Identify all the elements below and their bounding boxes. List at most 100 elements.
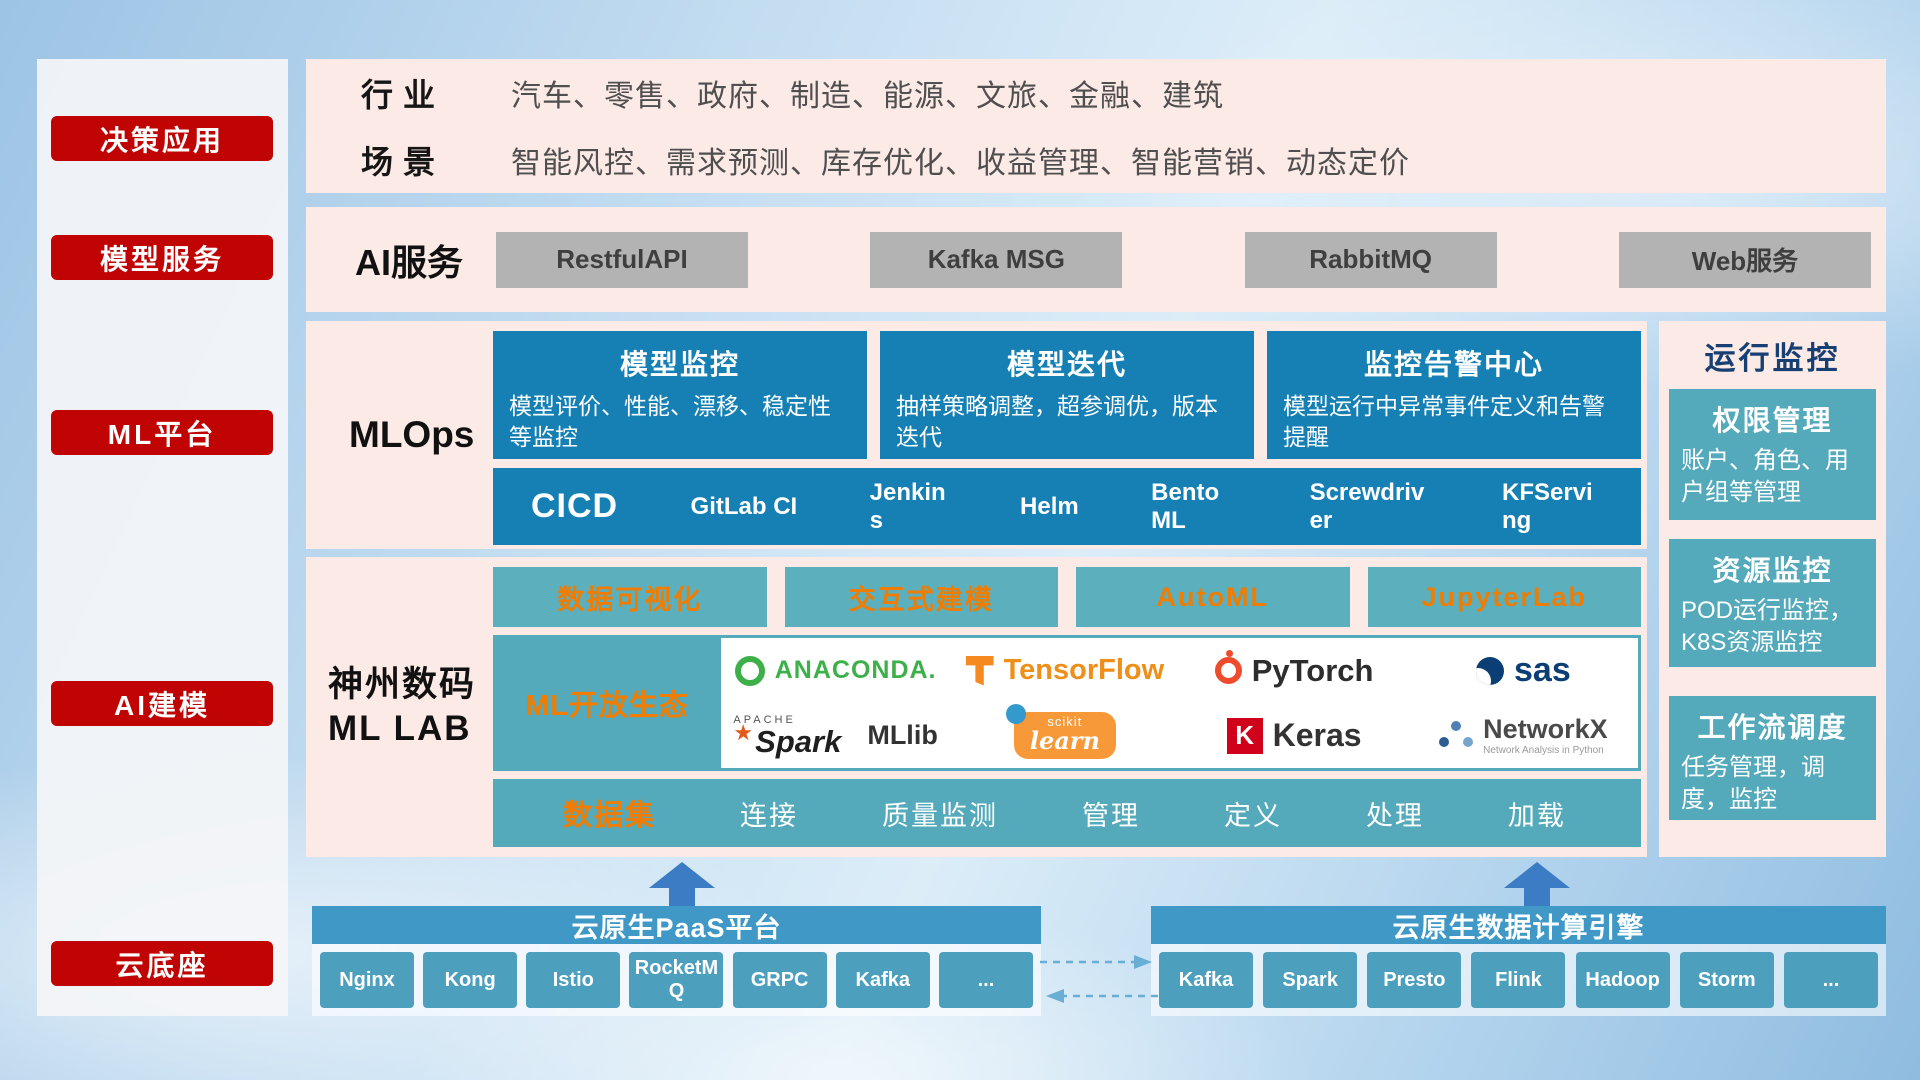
- scenario-label: 场景: [361, 143, 446, 180]
- presto-button: Presto: [1367, 952, 1462, 1008]
- arrow-stem: [1524, 888, 1550, 906]
- runtime-monitoring-panel: 运行监控 权限管理 账户、角色、用户组等管理 资源监控 POD运行监控，K8S资…: [1659, 321, 1886, 857]
- sas-logo: sas: [1476, 651, 1571, 690]
- dataset-item-define: 定义: [1223, 800, 1282, 831]
- up-arrow-icon: [1504, 862, 1570, 906]
- keras-icon: K: [1226, 717, 1263, 754]
- industry-panel: 行业 汽车、零售、政府、制造、能源、文旅、金融、建筑 场景 智能风控、需求预测、…: [306, 59, 1886, 193]
- kafka-msg-button: Kafka MSG: [870, 231, 1123, 288]
- alert-center-card: 监控告警中心 模型运行中异常事件定义和告警提醒: [1267, 331, 1641, 459]
- spark-star-icon: ★: [733, 719, 754, 745]
- dashed-arrow-right-icon: [1040, 955, 1152, 969]
- card-desc: 任务管理，调度，监控: [1681, 754, 1825, 814]
- dashed-arrow-left-icon: [1046, 989, 1158, 1003]
- networkx-wordmark-group: NetworkX Network Analysis in Python: [1483, 714, 1608, 755]
- cicd-item-kfserving: KFServing: [1502, 478, 1593, 534]
- card-title: 权限管理: [1712, 405, 1833, 436]
- scikit-text: scikit: [1047, 713, 1083, 729]
- mllab-panel: 神州数码 ML LAB 数据可视化 交互式建模 AutoML JupyterLa…: [306, 557, 1647, 857]
- card-title: 监控告警中心: [1363, 349, 1544, 380]
- kong-button: Kong: [423, 952, 518, 1008]
- hadoop-button: Hadoop: [1575, 952, 1670, 1008]
- workflow-scheduling-card: 工作流调度 任务管理，调度，监控: [1669, 696, 1876, 820]
- spark-row: ★ Spark: [733, 721, 842, 759]
- ai-service-label: AI服务: [355, 241, 464, 283]
- jupyterlab-button: JupyterLab: [1367, 567, 1641, 627]
- data-engine-header: 云原生数据计算引擎: [1151, 906, 1886, 944]
- tensorflow-icon: [965, 655, 994, 686]
- cicd-item-bentoml: BentoML: [1151, 478, 1220, 534]
- scikit-learn-wordmark-group: scikit learn: [1013, 711, 1116, 760]
- model-monitoring-card: 模型监控 模型评价、性能、漂移、稳定性等监控: [493, 331, 867, 459]
- mllab-label: 神州数码 ML LAB: [328, 663, 476, 751]
- data-engine-buttons: Kafka Spark Presto Flink Hadoop Storm ..…: [1151, 952, 1886, 1008]
- scikit-learn-icon: [1005, 703, 1026, 724]
- cicd-item-jenkins: Jenkins: [869, 478, 946, 534]
- networkx-icon: [1439, 720, 1473, 751]
- card-title: 模型监控: [619, 349, 740, 380]
- mllab-feature-buttons: 数据可视化 交互式建模 AutoML JupyterLab: [493, 567, 1641, 627]
- spark-wordmark: Spark: [755, 723, 842, 759]
- mllab-label-line1: 神州数码: [328, 665, 477, 704]
- data-visualization-button: 数据可视化: [493, 567, 767, 627]
- industry-list: 汽车、零售、政府、制造、能源、文旅、金融、建筑: [511, 79, 1224, 113]
- permission-management-card: 权限管理 账户、角色、用户组等管理: [1669, 389, 1876, 520]
- spark-button: Spark: [1263, 952, 1358, 1008]
- card-desc: POD运行监控，K8S资源监控: [1681, 597, 1854, 657]
- arrow-head: [1504, 862, 1570, 888]
- card-desc: 模型运行中异常事件定义和告警提醒: [1283, 393, 1605, 451]
- automl-button: AutoML: [1076, 567, 1350, 627]
- sas-wordmark: sas: [1514, 651, 1571, 689]
- card-title: 工作流调度: [1697, 712, 1848, 743]
- ml-ecosystem-box: ML开放生态 ANACONDA. TensorFlow PyTorch sas: [493, 635, 1641, 771]
- kafka-button: Kafka: [835, 952, 930, 1008]
- cicd-label: CICD: [531, 487, 619, 525]
- pytorch-icon: [1214, 650, 1242, 684]
- rabbitmq-button: RabbitMQ: [1244, 231, 1497, 288]
- card-title: 模型迭代: [1006, 349, 1127, 380]
- mlops-label: MLOps: [349, 414, 475, 455]
- card-desc: 账户、角色、用户组等管理: [1681, 447, 1849, 507]
- interactive-modeling-button: 交互式建模: [784, 567, 1058, 627]
- arrow-stem: [669, 888, 695, 906]
- istio-button: Istio: [526, 952, 621, 1008]
- storm-button: Storm: [1679, 952, 1774, 1008]
- keras-logo: K Keras: [1226, 717, 1362, 754]
- model-iteration-card: 模型迭代 抽样策略调整，超参调优，版本迭代: [880, 331, 1254, 459]
- cicd-bar: CICD GitLab CI Jenkins Helm BentoML Scre…: [493, 468, 1641, 545]
- kafka-button: Kafka: [1159, 952, 1253, 1008]
- dataset-item-process: 处理: [1365, 800, 1424, 831]
- grpc-button: GRPC: [732, 952, 827, 1008]
- mllab-label-line2: ML LAB: [328, 708, 472, 748]
- resource-monitoring-card: 资源监控 POD运行监控，K8S资源监控: [1669, 539, 1876, 667]
- nginx-button: Nginx: [320, 952, 414, 1008]
- industry-label: 行业: [361, 76, 446, 113]
- dataset-item-connect: 连接: [740, 800, 798, 831]
- flink-button: Flink: [1471, 952, 1566, 1008]
- spark-apache-text: APACHE: [733, 713, 796, 726]
- industry-row: 行业 汽车、零售、政府、制造、能源、文旅、金融、建筑: [306, 59, 1886, 126]
- arrow-head: [649, 862, 715, 888]
- cicd-item-gitlab-ci: GitLab CI: [690, 492, 798, 520]
- rocketmq-button: RocketMQ: [629, 952, 724, 1008]
- scenario-row: 场景 智能风控、需求预测、库存优化、收益管理、智能营销、动态定价: [306, 126, 1886, 193]
- mlops-cards: 模型监控 模型评价、性能、漂移、稳定性等监控 模型迭代 抽样策略调整，超参调优，…: [493, 331, 1641, 459]
- card-desc: 抽样策略调整，超参调优，版本迭代: [896, 393, 1218, 451]
- more-button: ...: [938, 952, 1033, 1008]
- dataset-item-load: 加载: [1507, 800, 1566, 831]
- anaconda-logo: ANACONDA.: [734, 655, 937, 686]
- ml-ecosystem-logos: ANACONDA. TensorFlow PyTorch sas APACHE: [721, 638, 1638, 768]
- scenario-list: 智能风控、需求预测、库存优化、收益管理、智能营销、动态定价: [511, 146, 1410, 180]
- sidebar-item-cloud-base: 云底座: [51, 941, 273, 986]
- tensorflow-wordmark: TensorFlow: [1003, 654, 1165, 686]
- keras-wordmark: Keras: [1272, 717, 1362, 753]
- spark-wordmark-group: APACHE ★ Spark: [733, 713, 842, 759]
- mlops-panel: MLOps 模型监控 模型评价、性能、漂移、稳定性等监控 模型迭代 抽样策略调整…: [306, 321, 1647, 549]
- ai-service-panel: AI服务 RestfulAPI Kafka MSG RabbitMQ Web服务: [306, 207, 1886, 312]
- scikit-learn-logo: scikit learn: [1005, 703, 1116, 760]
- pytorch-wordmark: PyTorch: [1251, 652, 1374, 688]
- dataset-bar: 数据集 连接 质量监测 管理 定义 处理 加载: [493, 779, 1641, 847]
- dataset-item-quality: 质量监测: [881, 800, 998, 831]
- dashed-exchange-arrows: [1040, 955, 1158, 1003]
